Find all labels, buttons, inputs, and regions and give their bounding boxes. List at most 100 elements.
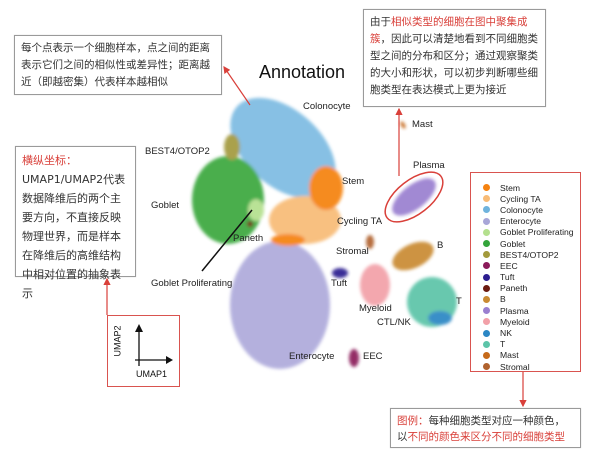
axes-annotation-heading: 横纵坐标： [22, 154, 77, 167]
label-colonocyte: Colonocyte [303, 101, 351, 112]
label-stem: Stem [342, 176, 365, 187]
legend-item: Stromal [483, 361, 580, 372]
legend-item: Enterocyte [483, 216, 580, 227]
clusters-text-highlight: 相似类型的细胞在图中聚集成簇 [370, 16, 528, 45]
legend-label: BEST4/OTOP2 [500, 249, 559, 260]
label-tuft: Tuft [331, 278, 348, 289]
legend-label: B [500, 294, 506, 305]
umap-axes-inset: UMAP1 UMAP2 [107, 315, 180, 387]
label-best4: BEST4/OTOP2 [145, 146, 210, 157]
cluster-eec [349, 349, 359, 367]
cluster-paneth [247, 221, 253, 227]
legend-label: Myeloid [500, 316, 530, 327]
legend-label: Paneth [500, 283, 528, 294]
legend-annotation-text1: 每种细胞类型对应一种颜色， [428, 415, 566, 427]
legend-label: Stem [500, 182, 521, 193]
label-plasma: Plasma [413, 160, 445, 171]
legend-item: B [483, 294, 580, 305]
cluster-myeloid [360, 264, 390, 306]
label-myeloid: Myeloid [359, 303, 392, 314]
label-b: B [437, 240, 444, 251]
label-paneth: Paneth [233, 233, 264, 244]
label-goblet: Goblet [151, 200, 179, 211]
cluster-stromal [366, 235, 374, 249]
clusters-annotation: 由于相似类型的细胞在图中聚集成簇，因此可以清楚地看到不同细胞类型之间的分布和区分… [363, 9, 546, 107]
plot-title: Annotation [259, 62, 346, 82]
label-cycling-ta: Cycling TA [337, 216, 383, 227]
axes-annotation: 横纵坐标： UMAP1/UMAP2代表数据降维后的两个主要方向，不直接反映物理世… [15, 146, 136, 300]
legend-swatch [483, 262, 490, 270]
goblet-prolif-pointer [201, 209, 253, 272]
legend-label: Plasma [500, 305, 529, 316]
label-t: T [456, 296, 462, 307]
cluster-tuft [332, 268, 348, 278]
axis-y-label: UMAP2 [112, 325, 123, 357]
legend-swatch [483, 295, 490, 303]
cluster-goblet [192, 156, 264, 244]
legend-annotation-heading: 图例： [397, 415, 429, 427]
cluster-nk [428, 311, 452, 325]
legend-label: T [500, 339, 506, 350]
legend-item: Stem [483, 182, 580, 193]
points-arrow [223, 66, 251, 106]
cluster-plasma [392, 178, 436, 216]
cluster-stem-lower [271, 234, 305, 246]
label-enterocyte: Enterocyte [289, 351, 335, 362]
legend-swatch [483, 273, 490, 281]
legend-label: Colonocyte [500, 204, 543, 215]
label-eec: EEC [363, 351, 383, 362]
legend-swatch [483, 318, 490, 326]
legend-item: Mast [483, 350, 580, 361]
legend-item: Myeloid [483, 316, 580, 327]
cluster-stem [309, 166, 343, 210]
cluster-mast [400, 121, 406, 129]
legend-annotation-text2: 以 [397, 431, 408, 443]
legend-item: Cycling TA [483, 193, 580, 204]
legend-label: EEC [500, 260, 518, 271]
axes-arrows-icon [135, 324, 173, 366]
legend-item: BEST4/OTOP2 [483, 249, 580, 260]
legend-item: NK [483, 327, 580, 338]
legend-swatch [483, 206, 490, 214]
legend-swatch [483, 228, 490, 236]
legend-item: Colonocyte [483, 204, 580, 215]
legend-item: Paneth [483, 283, 580, 294]
legend-label: Stromal [500, 361, 530, 372]
legend-label: Mast [500, 350, 519, 361]
cluster-b [392, 241, 434, 271]
legend-swatch [483, 217, 490, 225]
cluster-colonocyte [230, 97, 336, 199]
legend-item: EEC [483, 260, 580, 271]
legend-annotation: 图例：每种细胞类型对应一种颜色， 以不同的颜色来区分不同的细胞类型 [390, 408, 581, 448]
legend-label: Tuft [500, 272, 515, 283]
label-ctl-nk: CTL/NK [377, 317, 411, 328]
legend-item: Goblet [483, 238, 580, 249]
legend-label: Cycling TA [500, 193, 541, 204]
points-annotation: 每个点表示一个细胞样本，点之间的距离表示它们之间的相似性或差异性；距离越近（即越… [14, 35, 222, 95]
legend-label: Goblet [500, 238, 526, 249]
cluster-enterocyte [230, 241, 330, 369]
axes-annotation-body: UMAP1/UMAP2代表数据降维后的两个主要方向，不直接反映物理世界，而是样本… [22, 173, 126, 300]
cluster-goblet-proliferating [248, 199, 264, 221]
legend-swatch [483, 240, 490, 248]
legend-swatch [483, 351, 490, 359]
legend-swatch [483, 329, 490, 337]
label-goblet-proliferating: Goblet Proliferating [151, 278, 233, 289]
legend-label: Enterocyte [500, 216, 542, 227]
legend-swatch [483, 195, 490, 203]
axis-x-label: UMAP1 [136, 369, 168, 379]
legend-item: Goblet Proliferating [483, 227, 580, 238]
label-stromal: Stromal [336, 246, 369, 257]
points-annotation-text: 每个点表示一个细胞样本，点之间的距离表示它们之间的相似性或差异性；距离越近（即越… [21, 42, 210, 88]
legend-item: T [483, 339, 580, 350]
legend-label: Goblet Proliferating [500, 227, 574, 238]
legend-swatch [483, 284, 490, 292]
legend-annotation-highlight: 不同的颜色来区分不同的细胞类型 [407, 431, 566, 443]
legend-item: Plasma [483, 305, 580, 316]
label-mast: Mast [412, 119, 433, 130]
clusters-text-rest: ，因此可以清楚地看到不同细胞类型之间的分布和区分；通过观察聚类的大小和形状，可以… [370, 33, 538, 96]
legend-swatch [483, 363, 490, 371]
legend-swatch [483, 251, 490, 259]
